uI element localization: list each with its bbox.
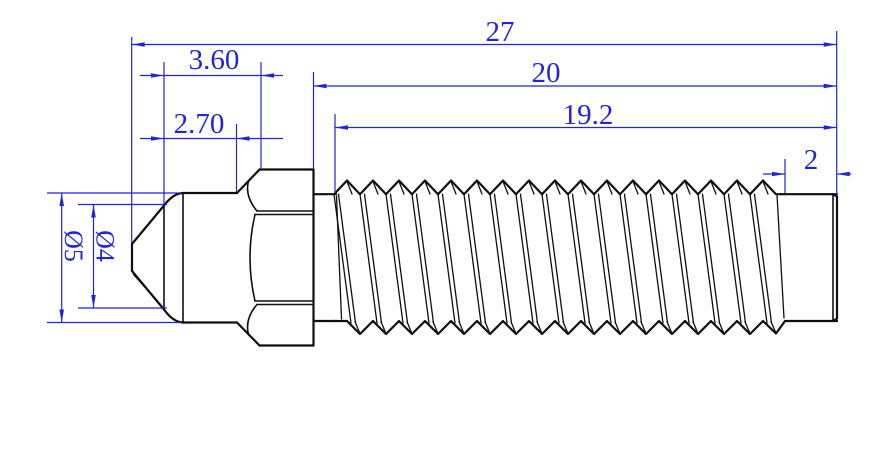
dim-overall-length-label: 27 <box>486 16 515 48</box>
hex-top-face-arc <box>246 180 258 212</box>
dimension-arrowheads <box>59 42 850 323</box>
cone-upper-edge <box>130 204 166 246</box>
thread-bottom-profile <box>333 319 787 336</box>
hex-middle-face-arc <box>249 213 256 302</box>
dim-outer-diameter-label: Ø5 <box>59 230 88 262</box>
thread-top-profile <box>332 179 787 196</box>
thread-helix-lines <box>333 180 785 335</box>
dim-inner-diameter-label: Ø4 <box>91 230 120 262</box>
part-outline <box>130 168 839 347</box>
dim-shank-length-label: 20 <box>532 57 561 89</box>
hex-bottom-face-arc <box>246 303 258 336</box>
dimension-labels: 27 20 19.2 2 3.60 2.70 Ø5 Ø4 <box>59 16 818 262</box>
lower-fillet <box>162 308 185 324</box>
dim-end-cylinder-length-label: 2 <box>804 144 819 176</box>
end-face-edge <box>831 193 839 323</box>
dim-thread-length-label: 19.2 <box>563 99 614 131</box>
dim-cone-section-length-label: 2.70 <box>174 108 225 140</box>
upper-fillet <box>162 191 185 207</box>
cone-lower-detail-edge <box>132 273 165 310</box>
dim-front-section-length-label: 3.60 <box>189 44 240 76</box>
